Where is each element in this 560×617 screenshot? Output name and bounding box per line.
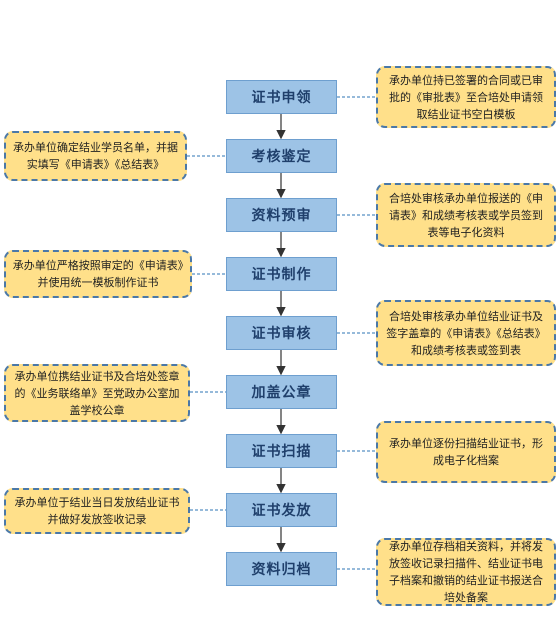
note-certificate-scan: 承办单位逐份扫描结业证书，形成电子化档案	[376, 421, 556, 483]
step-certificate-scan: 证书扫描	[226, 434, 337, 468]
note-certificate-making: 承办单位严格按照审定的《申请表》并使用统一模板制作证书	[4, 250, 192, 298]
note-document-archive: 承办单位存档相关资料，并将发放签收记录扫描件、结业证书电子档案和撤销的结业证书报…	[376, 538, 556, 606]
note-document-precheck: 合培处审核承办单位报送的《申请表》和成绩考核表或学员签到表等电子化资料	[376, 183, 556, 247]
step-official-seal: 加盖公章	[226, 375, 337, 409]
step-certificate-claim: 证书申领	[226, 80, 337, 114]
step-certificate-making: 证书制作	[226, 257, 337, 291]
step-document-archive: 资料归档	[226, 552, 337, 586]
step-certificate-issue: 证书发放	[226, 493, 337, 527]
note-certificate-review: 合培处审核承办单位结业证书及签字盖章的《申请表》《总结表》和成绩考核表或签到表	[376, 300, 556, 366]
note-official-seal: 承办单位携结业证书及合培处签章的《业务联络单》至党政办公室加盖学校公章	[4, 364, 190, 422]
note-certificate-issue: 承办单位于结业当日发放结业证书并做好发放签收记录	[4, 488, 190, 534]
step-certificate-review: 证书审核	[226, 316, 337, 350]
note-assessment: 承办单位确定结业学员名单，并据实填写《申请表》《总结表》	[4, 131, 187, 181]
step-document-precheck: 资料预审	[226, 198, 337, 232]
step-assessment: 考核鉴定	[226, 139, 337, 173]
note-certificate-claim: 承办单位持已签署的合同或已审批的《审批表》至合培处申请领取结业证书空白模板	[376, 66, 556, 128]
